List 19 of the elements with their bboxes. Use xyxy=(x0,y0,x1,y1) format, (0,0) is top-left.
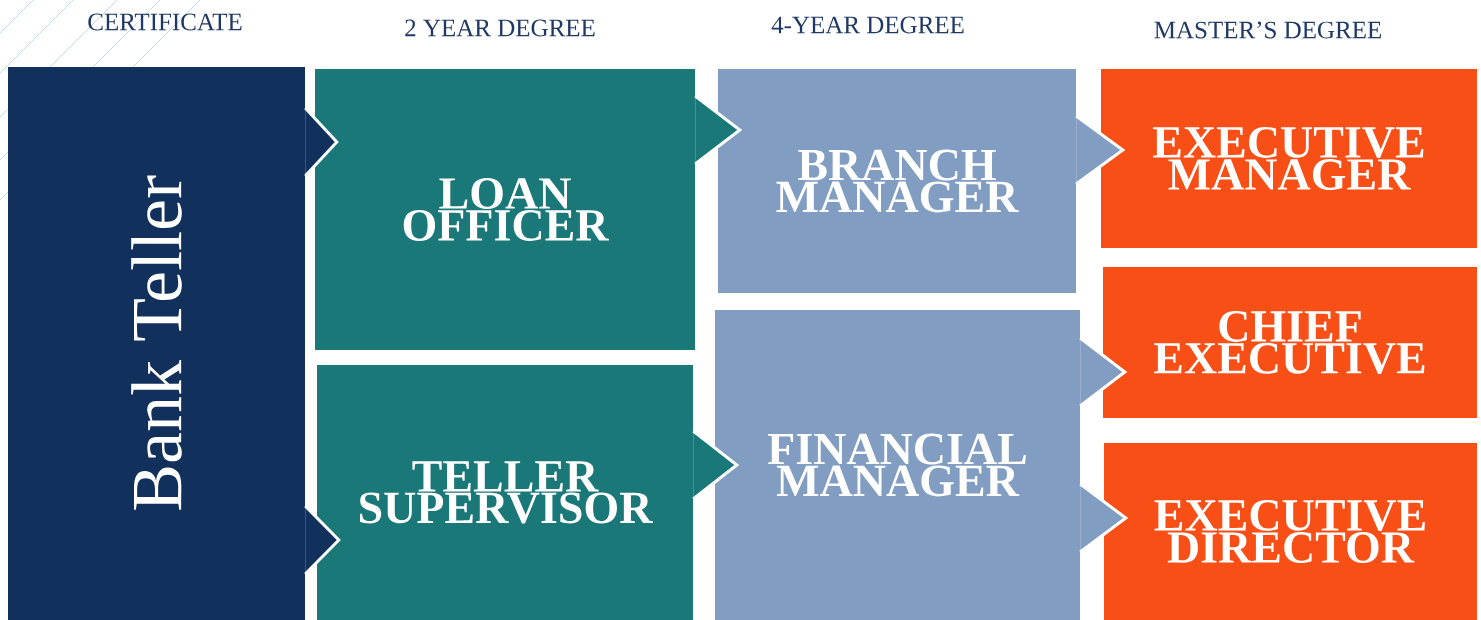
chevron-arrow xyxy=(1078,482,1129,554)
career-box: EXECUTIVE DIRECTOR xyxy=(1104,443,1477,620)
career-box: BRANCH MANAGER xyxy=(718,69,1076,293)
career-box: Bank Teller xyxy=(8,67,305,620)
career-box: LOAN OFFICER xyxy=(315,69,695,350)
chevron-arrow xyxy=(1074,114,1126,186)
column-heading: CERTIFICATE xyxy=(88,13,242,31)
career-box: TELLER SUPERVISOR xyxy=(317,365,693,620)
column-heading: 4-YEAR DEGREE xyxy=(771,16,964,34)
career-box: CHIEF EXECUTIVE xyxy=(1103,267,1477,418)
chevron-arrow xyxy=(303,106,339,178)
column-heading: MASTER’S DEGREE xyxy=(1154,21,1381,39)
chevron-arrow xyxy=(693,94,743,166)
chevron-arrow xyxy=(303,504,341,576)
column-heading: 2 YEAR DEGREE xyxy=(405,19,595,37)
chevron-arrow xyxy=(1078,336,1128,408)
career-box: EXECUTIVE MANAGER xyxy=(1101,69,1477,248)
chevron-arrow xyxy=(691,429,740,501)
career-box: FINANCIAL MANAGER xyxy=(715,310,1080,620)
